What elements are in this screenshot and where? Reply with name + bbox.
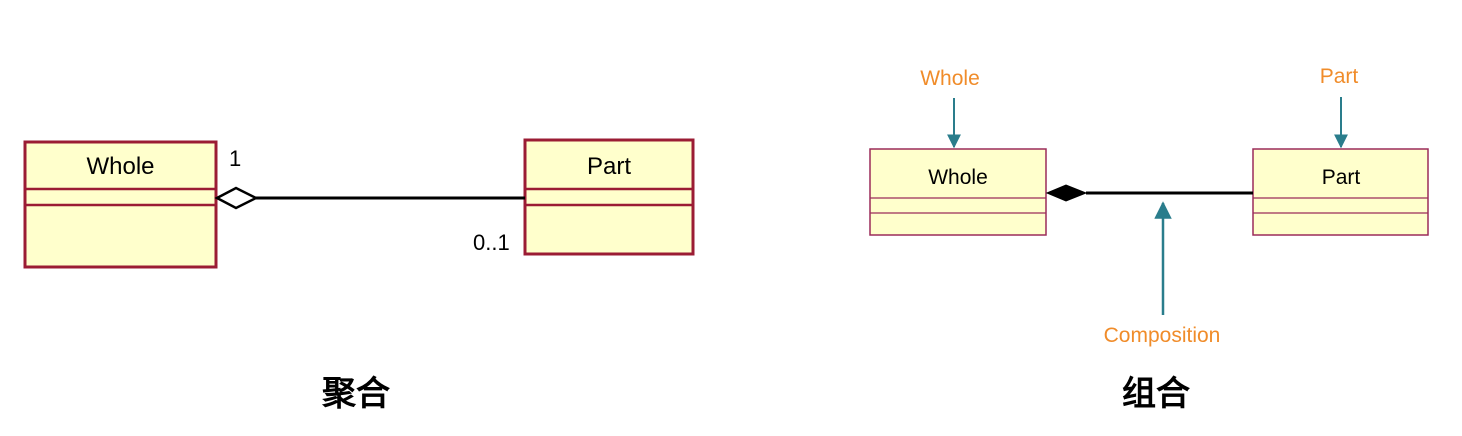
aggregation-part-name: Part: [587, 153, 631, 180]
composition-part-annotation: Part: [1320, 65, 1359, 88]
aggregation-part-multiplicity: 0..1: [473, 230, 510, 255]
aggregation-whole-class: Whole: [23, 140, 218, 269]
aggregation-diagram: Whole Part 1 0..1 聚合: [23, 138, 695, 414]
aggregation-part-class: Part: [523, 138, 695, 256]
aggregation-whole-name: Whole: [86, 153, 154, 180]
composition-part-box: [1252, 148, 1429, 236]
composition-diagram: Whole Part Whole Part Composition 组合: [869, 65, 1429, 414]
composition-part-name: Part: [1322, 166, 1361, 189]
composition-whole-name: Whole: [928, 166, 988, 189]
aggregation-caption: 聚合: [321, 374, 390, 414]
composition-whole-box: [869, 148, 1047, 236]
composition-filled-diamond: [1045, 184, 1088, 202]
aggregation-hollow-diamond: [214, 186, 259, 210]
composition-whole-class: Whole: [869, 148, 1047, 236]
composition-whole-annotation: Whole: [920, 67, 980, 90]
composition-relation-annotation: Composition: [1104, 324, 1221, 347]
composition-caption: 组合: [1122, 374, 1190, 414]
composition-part-class: Part: [1252, 148, 1429, 236]
aggregation-whole-multiplicity: 1: [229, 146, 241, 171]
aggregation-part-box: [523, 138, 695, 256]
